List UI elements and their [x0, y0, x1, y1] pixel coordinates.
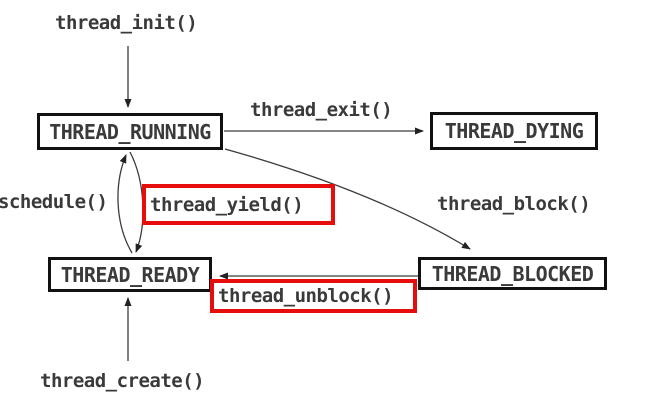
- highlight-box-thread-yield: thread_yield(): [142, 184, 335, 225]
- transition-label-thread-yield: thread_yield(): [150, 193, 304, 216]
- transition-label-thread-unblock: thread_unblock(): [218, 285, 394, 307]
- transition-label-schedule: schedule(): [0, 191, 108, 213]
- highlight-box-thread-unblock: thread_unblock(): [210, 279, 417, 313]
- transition-label-thread-block: thread_block(): [437, 193, 591, 215]
- arrow-thread-block: [224, 148, 471, 250]
- transition-label-thread-create: thread_create(): [40, 370, 205, 392]
- state-thread-ready: THREAD_READY: [48, 257, 212, 292]
- transition-label-thread-exit: thread_exit(): [250, 99, 393, 121]
- state-thread-blocked: THREAD_BLOCKED: [418, 257, 607, 290]
- arrow-schedule: [117, 154, 133, 254]
- transition-label-thread-init: thread_init(): [55, 12, 198, 34]
- state-thread-running: THREAD_RUNNING: [37, 113, 223, 150]
- state-thread-dying: THREAD_DYING: [430, 112, 598, 150]
